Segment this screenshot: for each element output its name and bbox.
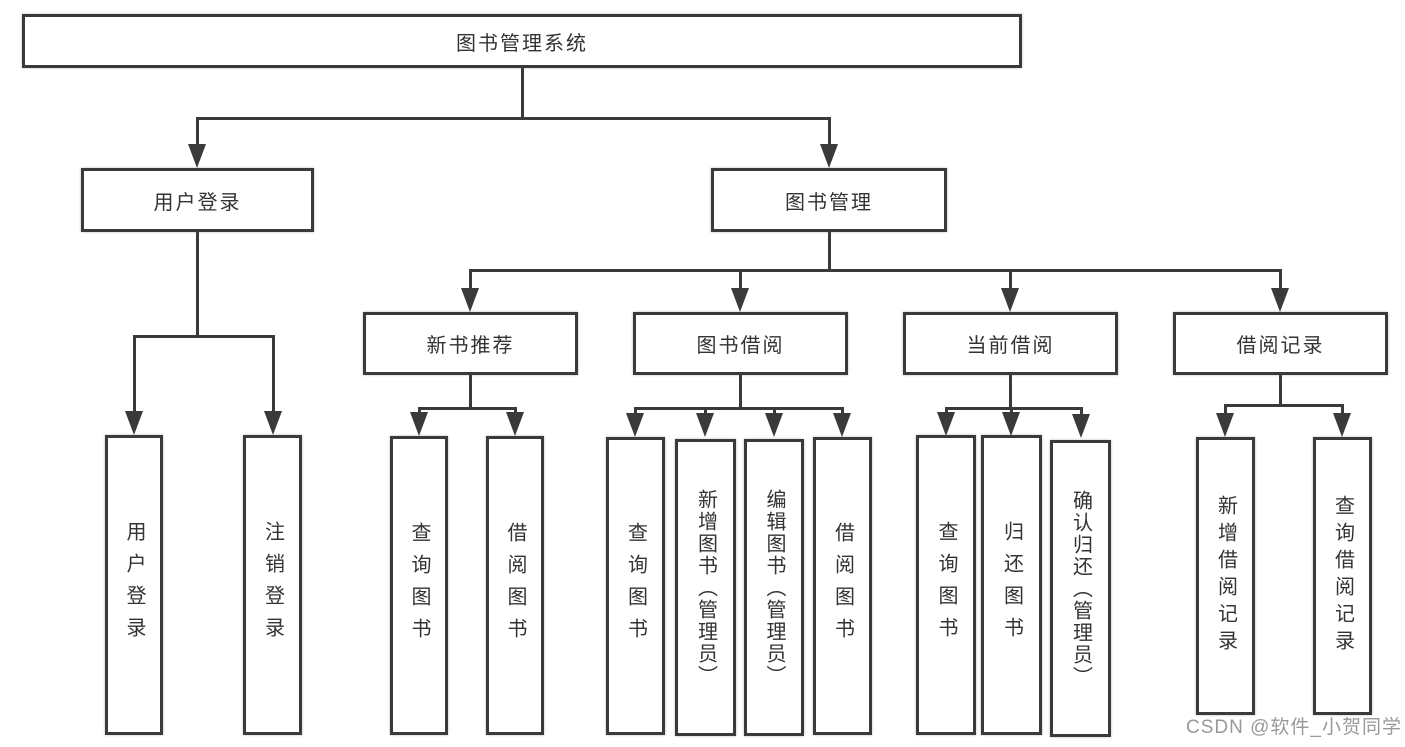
connector-user-login-stub	[196, 232, 199, 336]
connector-user-login-drop	[196, 117, 199, 152]
connector-leaf-drop	[1341, 404, 1344, 416]
node-borrow-records: 借阅记录	[1173, 312, 1388, 375]
arrow-down-icon	[626, 413, 644, 437]
arrow-down-icon	[506, 412, 524, 436]
leaf-bb-query-books: 查询图书	[606, 437, 665, 735]
arrow-down-icon	[1072, 414, 1090, 438]
arrow-down-icon	[731, 288, 749, 312]
leaf-rec-query-books: 查询图书	[390, 436, 448, 735]
leaf-rec-borrow-books: 借阅图书	[486, 436, 544, 735]
connector-user-login-rail	[133, 335, 275, 338]
connector-leaf-drop	[133, 335, 136, 415]
connector-leaf-drop	[773, 407, 776, 417]
leaf-cb-confirm-return-admin-label: 确认归还（管理员）	[1069, 489, 1092, 688]
arrow-down-icon	[1216, 413, 1234, 437]
leaf-bb-edit-books-admin-label: 编辑图书（管理员）	[763, 488, 785, 687]
node-book-borrow-label: 图书借阅	[696, 335, 785, 357]
leaf-br-add-record: 新增借阅记录	[1196, 437, 1255, 715]
arrow-down-icon	[264, 411, 282, 435]
node-book-mgmt: 图书管理	[711, 168, 947, 232]
connector-new-book-rec-rail	[418, 407, 517, 410]
leaf-cb-return-books: 归还图书	[981, 435, 1042, 735]
connector-leaf-drop	[704, 407, 707, 417]
leaf-cb-return-books-label: 归还图书	[1000, 521, 1023, 649]
connector-leaf-drop	[272, 335, 275, 415]
leaf-user-login: 用户登录	[105, 435, 163, 735]
leaf-rec-query-books-label: 查询图书	[408, 521, 430, 650]
node-book-borrow: 图书借阅	[633, 312, 848, 375]
arrow-down-icon	[410, 412, 428, 436]
arrow-down-icon	[188, 144, 206, 168]
leaf-br-add-record-label: 新增借阅记录	[1214, 495, 1237, 657]
leaf-cb-query-books-label: 查询图书	[935, 521, 957, 649]
leaf-bb-borrow-books-label: 借阅图书	[831, 522, 854, 650]
connector-book-borrow-rail	[634, 407, 844, 410]
arrow-down-icon	[1333, 413, 1351, 437]
leaf-user-login-label: 用户登录	[123, 521, 145, 649]
leaf-rec-borrow-books-label: 借阅图书	[504, 521, 526, 650]
connector-current-borrow-rail	[945, 407, 1083, 410]
arrow-down-icon	[1002, 412, 1020, 436]
arrow-down-icon	[1001, 288, 1019, 312]
node-current-borrow: 当前借阅	[903, 312, 1118, 375]
leaf-bb-query-books-label: 查询图书	[624, 522, 647, 650]
arrow-down-icon	[765, 413, 783, 437]
arrow-down-icon	[461, 288, 479, 312]
leaf-bb-borrow-books: 借阅图书	[813, 437, 872, 735]
connector-level3-drop	[469, 269, 472, 294]
node-root-label: 图书管理系统	[456, 32, 588, 55]
connector-level3-drop	[1009, 269, 1012, 294]
connector-book-mgmt-drop	[828, 117, 831, 152]
arrow-down-icon	[125, 411, 143, 435]
arrow-down-icon	[820, 144, 838, 168]
connector-level3-drop	[1279, 269, 1282, 294]
connector-borrow-records-stub	[1279, 375, 1282, 405]
connector-leaf-drop	[1080, 407, 1083, 417]
node-new-book-rec-label: 新书推荐	[426, 335, 515, 357]
connector-level2-rail	[197, 117, 831, 120]
node-root: 图书管理系统	[22, 14, 1022, 68]
leaf-br-query-record: 查询借阅记录	[1313, 437, 1372, 715]
connector-book-borrow-stub	[739, 375, 742, 408]
connector-book-mgmt-stub	[828, 232, 831, 270]
connector-root-stub	[521, 68, 524, 118]
connector-level3-drop	[739, 269, 742, 294]
arrow-down-icon	[833, 413, 851, 437]
leaf-logout: 注销登录	[243, 435, 302, 735]
arrow-down-icon	[696, 413, 714, 437]
leaf-bb-add-books-admin-label: 新增图书（管理员）	[694, 488, 717, 687]
connector-level3-rail	[469, 269, 1281, 272]
connector-leaf-drop	[634, 407, 637, 417]
arrow-down-icon	[1271, 288, 1289, 312]
node-book-mgmt-label: 图书管理	[785, 191, 873, 214]
node-current-borrow-label: 当前借阅	[966, 335, 1055, 357]
leaf-bb-edit-books-admin: 编辑图书（管理员）	[744, 439, 804, 736]
leaf-cb-confirm-return-admin: 确认归还（管理员）	[1050, 440, 1111, 737]
connector-leaf-drop	[841, 407, 844, 417]
csdn-watermark: CSDN @软件_小贺同学	[1186, 717, 1402, 738]
leaf-cb-query-books: 查询图书	[916, 435, 976, 735]
leaf-bb-add-books-admin: 新增图书（管理员）	[675, 439, 736, 736]
node-new-book-rec: 新书推荐	[363, 312, 578, 375]
node-user-login-label: 用户登录	[153, 191, 242, 214]
connector-current-borrow-stub	[1009, 375, 1012, 408]
node-user-login: 用户登录	[81, 168, 314, 232]
node-borrow-records-label: 借阅记录	[1236, 335, 1325, 357]
connector-new-book-rec-stub	[469, 375, 472, 408]
arrow-down-icon	[937, 412, 955, 436]
leaf-br-query-record-label: 查询借阅记录	[1331, 495, 1354, 657]
connector-leaf-drop	[1224, 404, 1227, 416]
leaf-logout-label: 注销登录	[261, 521, 284, 649]
connector-borrow-records-rail	[1224, 404, 1344, 407]
